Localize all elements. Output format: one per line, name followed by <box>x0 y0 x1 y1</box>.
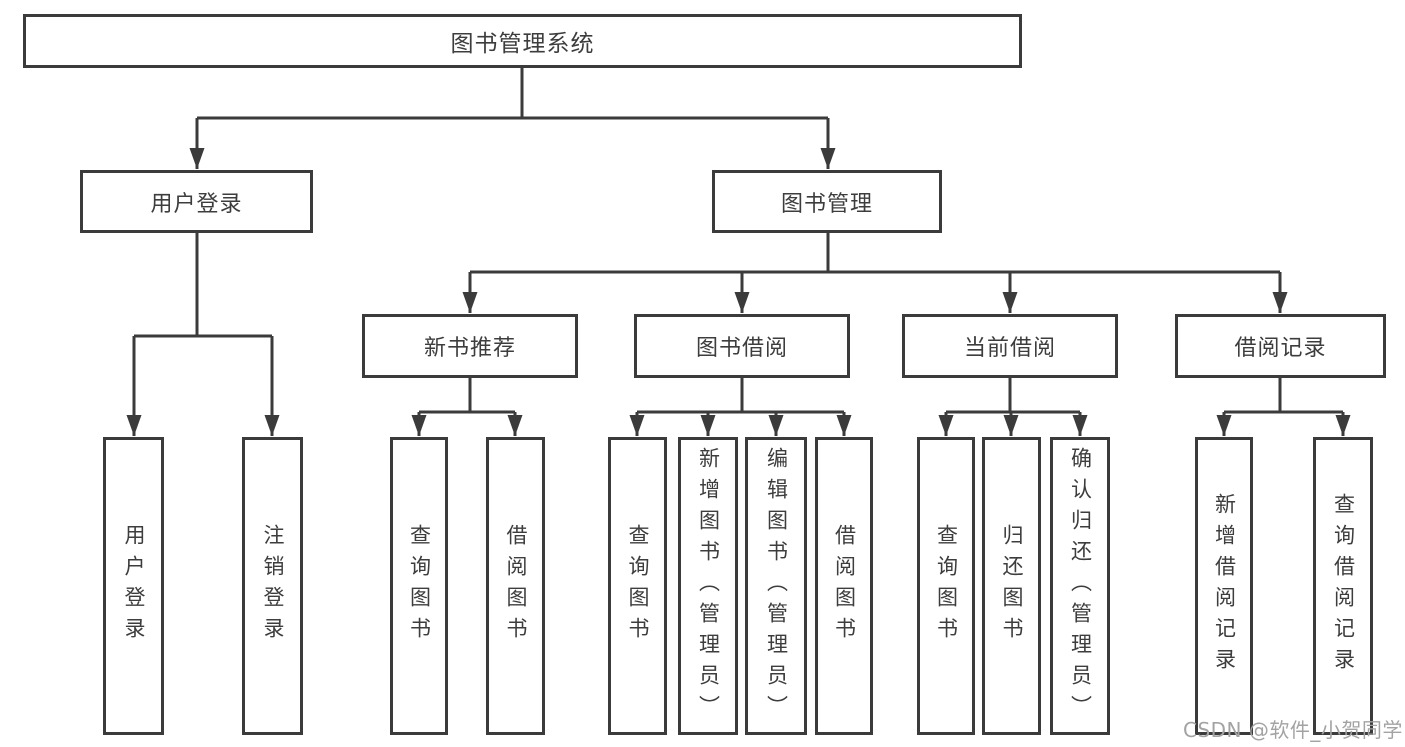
node-leaf-confirm-return-admin: 确认归还（管理员） <box>1050 437 1110 735</box>
node-leaf-query-books-recommend: 查询图书 <box>390 437 448 735</box>
csdn-watermark: CSDN @软件_小贺同学 <box>1183 718 1403 742</box>
node-leaf-borrow-books-recommend: 借阅图书 <box>486 437 545 735</box>
node-leaf-logout: 注销登录 <box>242 437 303 735</box>
node-borrowing-records: 借阅记录 <box>1175 314 1386 378</box>
node-book-borrowing: 图书借阅 <box>634 314 850 378</box>
node-leaf-query-borrow-record: 查询借阅记录 <box>1313 437 1373 735</box>
node-leaf-borrow-books: 借阅图书 <box>815 437 873 735</box>
node-leaf-add-books-admin: 新增图书（管理员） <box>678 437 738 735</box>
node-current-borrowing: 当前借阅 <box>902 314 1118 378</box>
node-library-system: 图书管理系统 <box>23 14 1022 68</box>
node-leaf-return-books: 归还图书 <box>982 437 1041 735</box>
node-leaf-query-books-current: 查询图书 <box>917 437 975 735</box>
node-new-book-recommend: 新书推荐 <box>362 314 578 378</box>
node-leaf-edit-books-admin: 编辑图书（管理员） <box>745 437 807 735</box>
node-leaf-add-borrow-record: 新增借阅记录 <box>1195 437 1253 735</box>
node-leaf-query-books-borrow: 查询图书 <box>608 437 667 735</box>
node-book-management: 图书管理 <box>712 170 942 233</box>
node-leaf-user-login: 用户登录 <box>103 437 164 735</box>
node-user-login: 用户登录 <box>80 170 313 233</box>
